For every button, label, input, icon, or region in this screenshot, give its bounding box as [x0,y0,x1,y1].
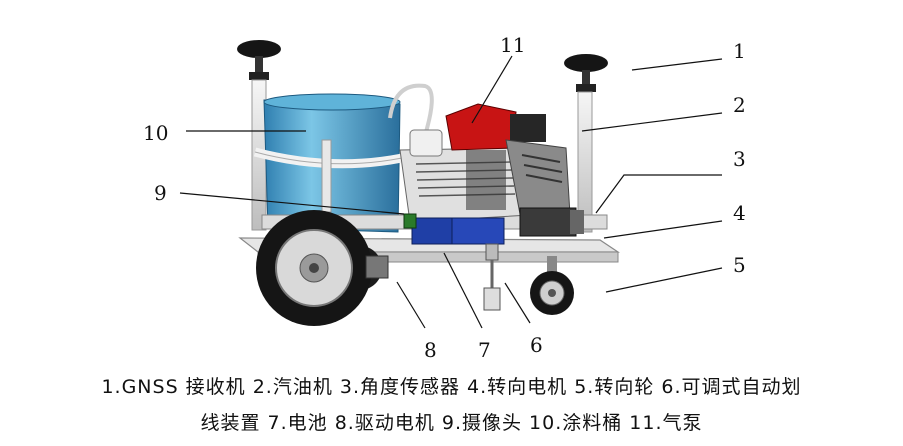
callout-3: 3 [733,147,746,171]
callout-9: 9 [154,181,167,205]
drive-wheel [256,210,382,326]
callout-2: 2 [733,93,746,117]
callout-6: 6 [530,333,543,357]
callout-11: 11 [500,33,525,57]
air-hose [388,83,434,146]
gnss-receiver-right [564,54,608,233]
gasoline-engine [445,103,571,216]
marking-device [483,243,501,311]
caption-line-2: 线装置 7.电池 8.驱动电机 9.摄像头 10.涂料桶 11.气泵 [200,412,703,434]
callout-7: 7 [478,338,491,362]
callout-5: 5 [733,253,746,277]
callout-1: 1 [733,39,746,63]
drive-motor [365,255,389,279]
steering-wheel [530,256,574,315]
camera [403,213,417,229]
battery [411,217,505,245]
steering-motor [519,207,584,237]
caption-line-1: 1.GNSS 接收机 2.汽油机 3.角度传感器 4.转向电机 5.转向轮 6.… [101,376,802,398]
callout-8: 8 [424,338,437,362]
leader-lines [179,55,723,329]
callout-4: 4 [733,201,746,225]
callout-10: 10 [143,121,168,145]
paint-tank [253,93,403,233]
